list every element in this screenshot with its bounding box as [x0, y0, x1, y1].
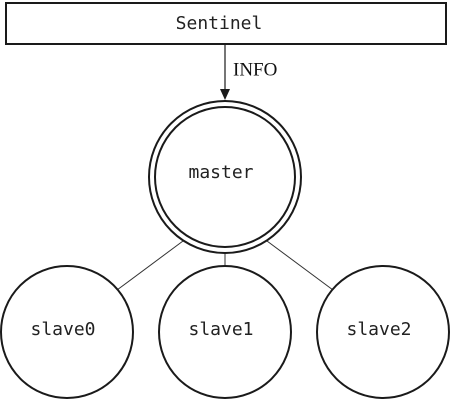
arrow-head-icon	[220, 89, 230, 100]
slave0-circle	[0, 265, 134, 399]
link-master-slave0	[116, 240, 184, 291]
info-arrow: INFO	[220, 44, 277, 100]
slave1-circle	[158, 265, 292, 399]
master-inner-ring	[154, 106, 296, 248]
master-node: master	[148, 100, 302, 254]
slave2-node: slave2	[316, 265, 450, 399]
slave2-circle	[316, 265, 450, 399]
sentinel-box	[5, 2, 447, 45]
slave0-node: slave0	[0, 265, 134, 399]
info-label: INFO	[233, 59, 277, 80]
slave1-node: slave1	[158, 265, 292, 399]
slave2-label: slave2	[346, 319, 411, 340]
sentinel-node: Sentinel	[5, 2, 447, 45]
sentinel-label: Sentinel	[176, 13, 263, 34]
master-outer-ring	[148, 100, 302, 254]
slave0-label: slave0	[30, 319, 95, 340]
slave1-label: slave1	[188, 319, 253, 340]
link-master-slave2	[266, 240, 334, 291]
master-label: master	[188, 162, 253, 183]
